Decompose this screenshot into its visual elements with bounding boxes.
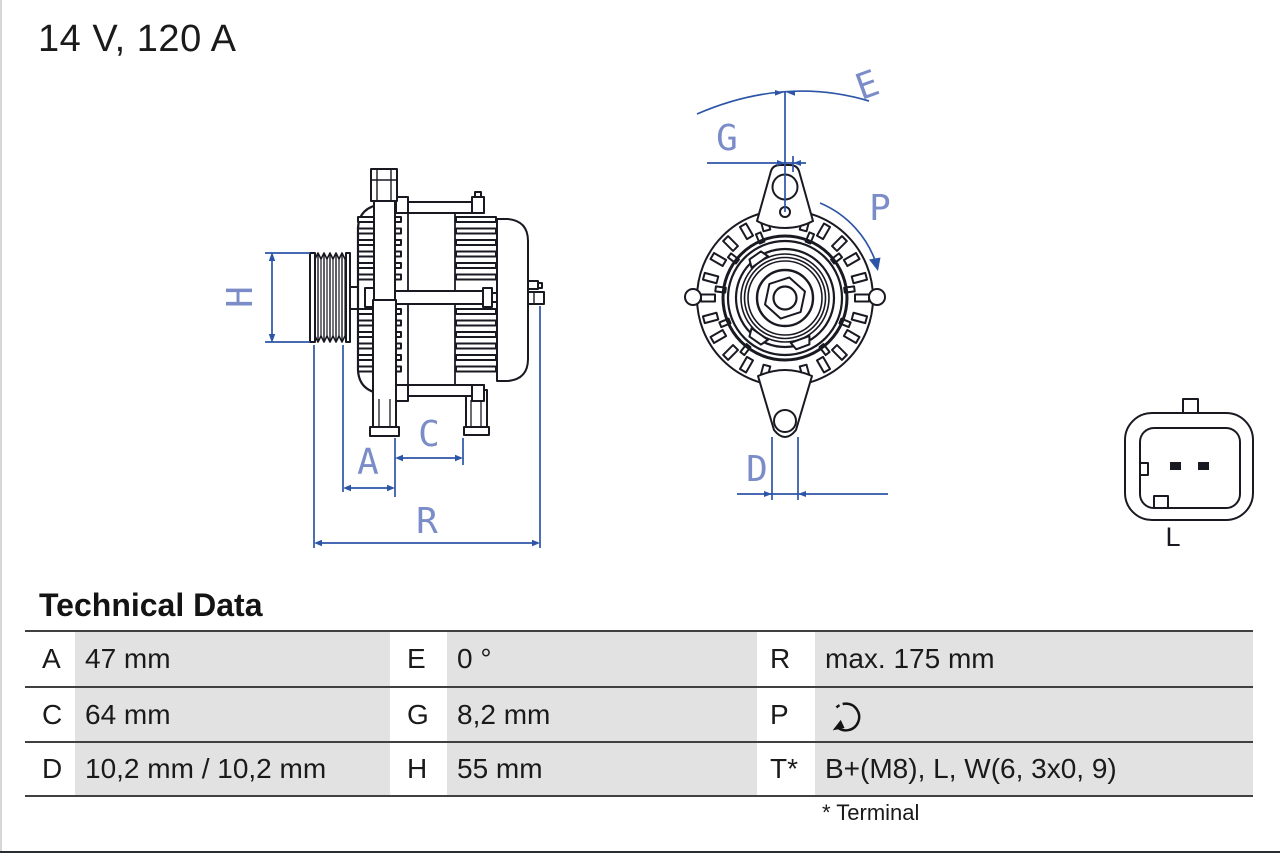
dim-label-d: D [746,449,768,490]
case-rails [395,191,485,402]
technical-data-heading: Technical Data [39,587,263,623]
dim-label-a: A [357,442,379,483]
spec-key-p: P [757,685,815,742]
bottom-mounting-lug [757,369,813,438]
connector-drawing: L [1124,398,1254,552]
spec-key-a: A [25,630,75,686]
rear-cover [496,218,545,382]
side-view-drawing: H A C R [220,168,545,548]
dim-label-p: P [869,188,891,229]
spec-key-e: E [390,630,447,686]
front-view-drawing: E G P D [684,63,891,500]
spec-value-e: 0 ° [447,630,757,686]
spec-key-t: T* [757,741,815,798]
spec-value-d: 10,2 mm / 10,2 mm [75,741,390,798]
spec-value-g: 8,2 mm [447,685,757,742]
spec-key-r: R [757,630,815,686]
terminal-footnote: * Terminal [822,800,920,825]
front-view-dimensions: E G P D [696,63,891,500]
spec-value-c: 64 mm [75,685,390,742]
dim-label-r: R [416,501,438,542]
rotation-cw-icon [832,701,861,732]
connector-label: L [1165,522,1180,552]
dim-label-c: C [418,414,440,455]
pulley [309,252,359,343]
spec-value-t: B+(M8), L, W(6, 3x0, 9) [815,741,1253,798]
spec-value-a: 47 mm [75,630,390,686]
dim-label-h: H [220,286,261,308]
connector-pin [1170,462,1181,470]
side-view-dimensions: H A C R [220,252,541,548]
spec-value-p [815,685,1253,742]
spec-value-r: max. 175 mm [815,630,1253,686]
top-bracket [370,168,398,301]
spec-value-h: 55 mm [447,741,757,798]
page-bottom-border [0,851,1280,853]
spec-key-c: C [25,685,75,742]
dim-label-e: E [850,63,884,109]
dim-label-g: G [716,118,738,159]
spec-key-g: G [390,685,447,742]
page-title: 14 V, 120 A [38,18,237,60]
shaft-nut [764,276,806,320]
connector-pin [1198,462,1209,470]
technical-data-table: A 47 mm E 0 ° R max. 175 mm C 64 mm G 8,… [25,630,1253,798]
spec-key-d: D [25,741,75,798]
page-left-border [0,0,2,853]
spec-key-h: H [390,741,447,798]
